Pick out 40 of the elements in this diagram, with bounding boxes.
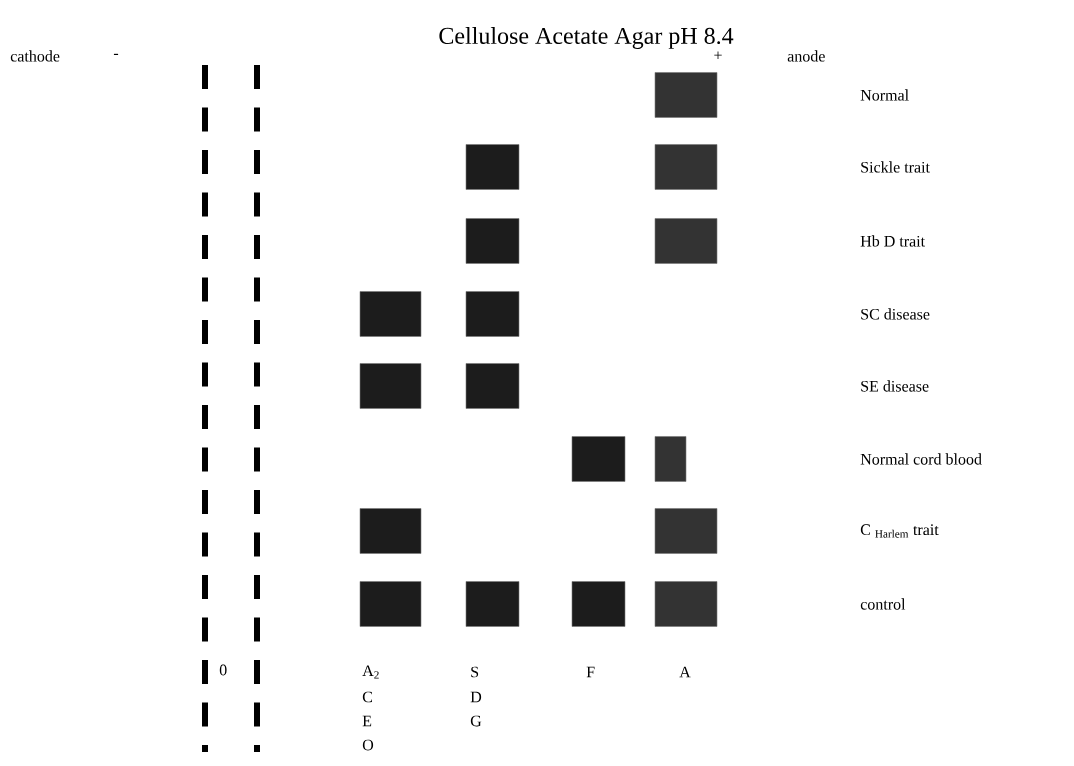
- band: [654, 72, 718, 118]
- sample-label: Sickle trait: [861, 161, 930, 173]
- band: [359, 363, 422, 409]
- title: Cellulose Acetate Agar pH 8.4: [439, 27, 734, 49]
- band: [465, 218, 520, 264]
- sample-label: Normal: [860, 89, 909, 101]
- lane-label: O: [362, 739, 374, 751]
- polarity-sign: +: [714, 51, 722, 59]
- lane-label: F: [586, 666, 595, 678]
- lane-label: A$_{2}$: [362, 665, 379, 679]
- electrode-label: anode: [787, 50, 825, 62]
- band: [465, 581, 520, 627]
- band: [571, 581, 626, 627]
- band: [465, 363, 520, 409]
- lane-label: S: [471, 666, 479, 678]
- lane-label: G: [470, 715, 482, 727]
- band: [571, 436, 626, 482]
- sample-label: Hb D trait: [860, 235, 925, 247]
- sample-label: Normal cord blood: [860, 453, 982, 465]
- sample-label: SE disease: [861, 380, 929, 392]
- band: [654, 436, 687, 482]
- lane-label: C: [362, 691, 372, 703]
- lane-label: 0: [219, 664, 227, 676]
- lane-label: E: [362, 715, 372, 727]
- lane-label: A: [679, 666, 691, 678]
- band: [654, 581, 718, 627]
- polarity-sign: -: [113, 53, 119, 55]
- band: [465, 291, 520, 337]
- sample-label: C $_{Harlem}$ trait: [860, 524, 939, 538]
- band: [654, 218, 718, 264]
- band: [359, 581, 422, 627]
- band: [359, 508, 422, 554]
- sample-label: control: [860, 598, 906, 610]
- band: [654, 144, 718, 190]
- sample-label: SC disease: [861, 308, 930, 320]
- band: [359, 291, 422, 337]
- band: [654, 508, 718, 554]
- lane-label: D: [470, 691, 482, 703]
- electrode-label: cathode: [10, 50, 60, 62]
- band: [465, 144, 520, 190]
